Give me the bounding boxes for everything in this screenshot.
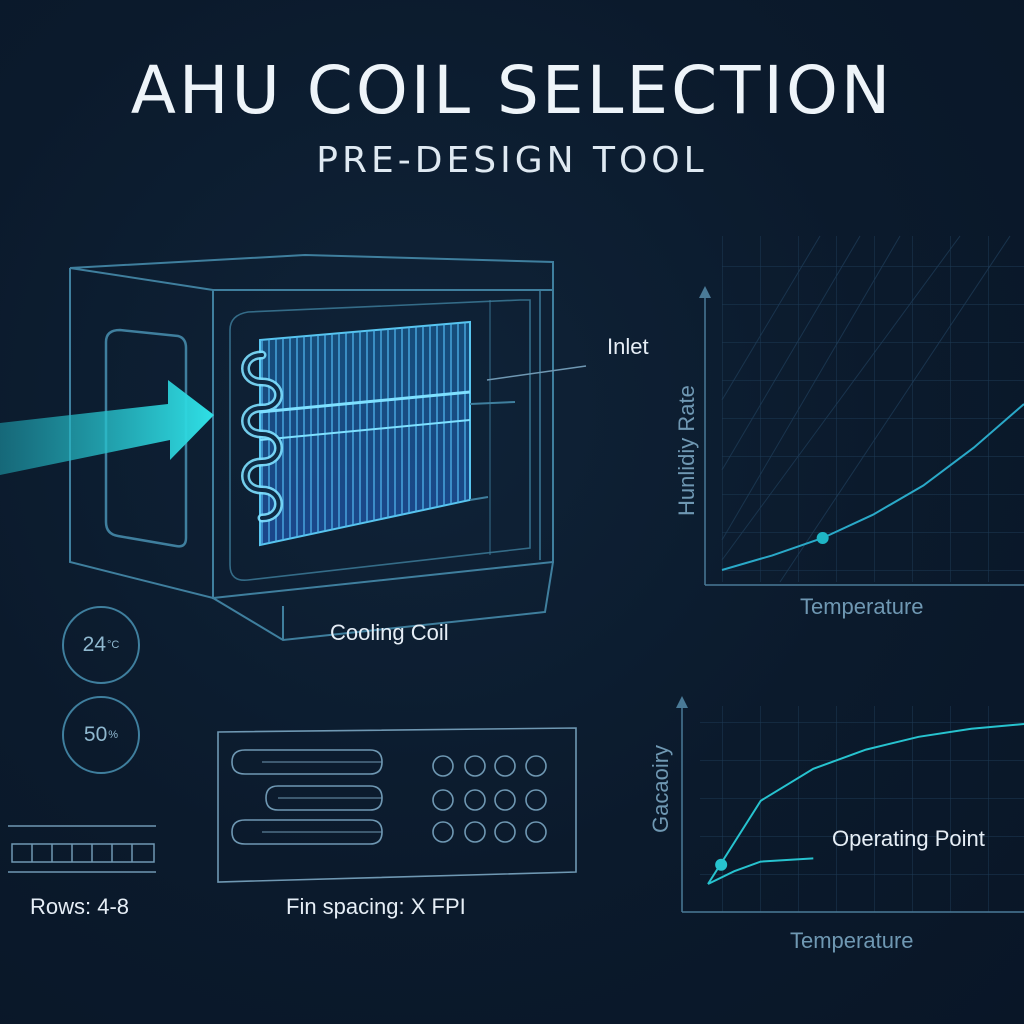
chart1-y-label: Hunlidiy Rate bbox=[674, 385, 699, 516]
fin-spacing-label: Fin spacing: X FPI bbox=[286, 894, 466, 919]
temperature-unit: °C bbox=[107, 639, 120, 651]
inlet-leader-line bbox=[486, 365, 587, 381]
temperature-value: 24 bbox=[82, 633, 106, 656]
chart2-x-label: Temperature bbox=[790, 928, 914, 953]
ahu-housing bbox=[69, 253, 554, 642]
humidity-value: 50 bbox=[83, 723, 108, 746]
cooling-coil-label: Cooling Coil bbox=[330, 620, 449, 645]
chart1-marker bbox=[816, 531, 829, 544]
chart1-y-arrow-icon bbox=[699, 286, 711, 298]
rows-label: Rows: 4-8 bbox=[30, 894, 130, 919]
inlet-label: Inlet bbox=[607, 334, 649, 359]
fin-detail-panel bbox=[217, 727, 577, 883]
airflow-arrow-icon bbox=[0, 380, 214, 475]
chart2-y-arrow-icon bbox=[676, 696, 688, 708]
humidity-unit: % bbox=[108, 729, 119, 741]
page-title: AHU COIL SELECTION bbox=[130, 52, 894, 129]
page-subtitle: PRE-DESIGN TOOL bbox=[316, 140, 708, 181]
tube-grid bbox=[432, 755, 547, 843]
rows-strip bbox=[8, 825, 156, 873]
chart1-series-line bbox=[721, 403, 1024, 571]
chart2-series-load bbox=[707, 857, 814, 885]
cooling-coil-graphic bbox=[241, 320, 516, 547]
chart2-y-label: Gacaoiry bbox=[648, 744, 673, 833]
chart1-x-label: Temperature bbox=[800, 594, 924, 619]
chart2-operating-point-marker bbox=[715, 858, 728, 871]
psychrometric-chart bbox=[699, 235, 1024, 586]
capacity-chart bbox=[676, 696, 1024, 913]
temperature-readout: 24°C bbox=[62, 606, 140, 684]
chart2-series-capacity bbox=[707, 723, 1024, 885]
humidity-readout: 50% bbox=[62, 696, 140, 774]
operating-point-label: Operating Point bbox=[832, 826, 985, 851]
